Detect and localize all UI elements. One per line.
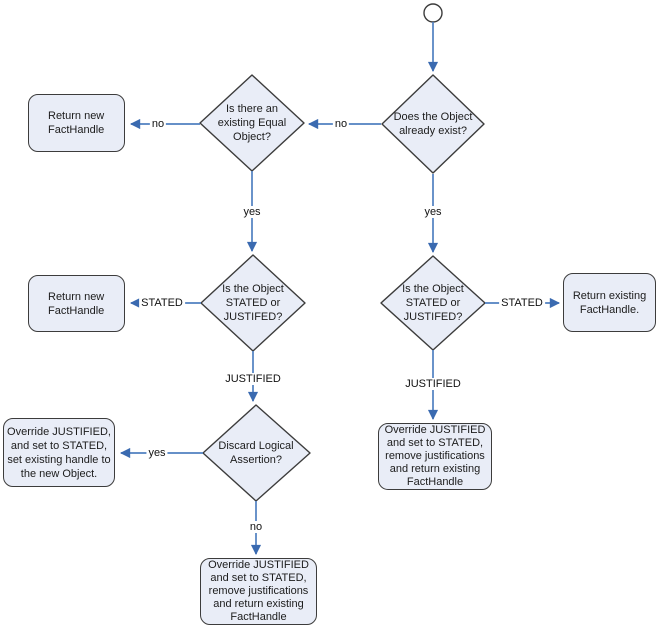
decision-object-exists xyxy=(381,74,485,174)
edge-label-exists-no: no xyxy=(332,118,350,130)
process-override-set-existing-handle: Override JUSTIFIED, and set to STATED, s… xyxy=(3,418,115,487)
start-node xyxy=(423,3,443,23)
edge-label-stated-right-stated: STATED xyxy=(499,297,545,309)
edge-label-stated-left-stated: STATED xyxy=(139,297,185,309)
edge-label-discard-no: no xyxy=(247,521,265,533)
process-override-return-existing-bottom: Override JUSTIFIED and set to STATED, re… xyxy=(200,558,317,625)
edge-label-equal-no: no xyxy=(149,118,167,130)
edge-label-equal-yes: yes xyxy=(241,206,263,218)
process-return-new-facthandle-mid: Return new FactHandle xyxy=(28,275,125,332)
edge-label-stated-right-justified: JUSTIFIED xyxy=(403,378,463,390)
decision-stated-or-justified-right xyxy=(380,255,486,351)
process-return-existing-facthandle: Return existing FactHandle. xyxy=(563,273,656,332)
decision-discard-logical-assertion xyxy=(202,404,311,502)
process-return-new-facthandle-top: Return new FactHandle xyxy=(28,94,125,152)
edge-label-stated-left-justified: JUSTIFIED xyxy=(223,373,283,385)
decision-stated-or-justified-left xyxy=(200,254,306,352)
edge-label-exists-yes: yes xyxy=(422,206,444,218)
decision-existing-equal-object xyxy=(199,74,305,172)
edge-label-discard-yes: yes xyxy=(146,447,168,459)
process-override-return-existing-right: Override JUSTIFIED and set to STATED, re… xyxy=(378,423,492,490)
